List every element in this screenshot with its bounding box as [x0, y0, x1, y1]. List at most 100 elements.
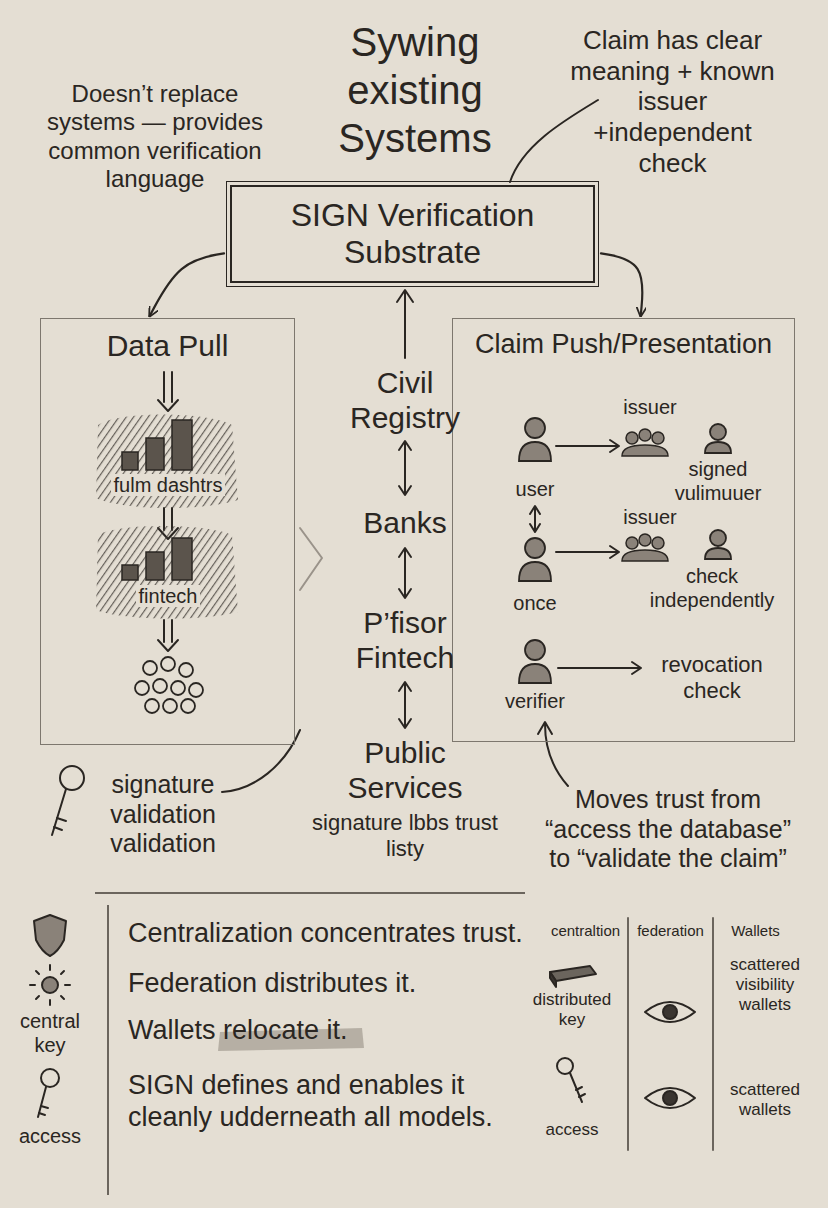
bar-chart — [172, 538, 192, 580]
role-label: signed vulimuuer — [663, 458, 773, 505]
box-heading: Claim Push/Presentation — [461, 329, 786, 360]
chart-label: fulm dashtrs — [108, 474, 228, 498]
double-arrow — [399, 682, 411, 728]
arrow — [556, 546, 619, 558]
group-icon — [652, 432, 664, 444]
person-icon — [525, 640, 545, 660]
double-arrow — [530, 506, 540, 532]
eye-icon — [663, 1005, 677, 1019]
group-icon — [639, 429, 651, 441]
table-divider — [712, 918, 714, 1150]
cluster-icon — [143, 661, 157, 675]
double-arrow — [530, 506, 540, 532]
bar-chart — [122, 420, 192, 470]
key-icon — [54, 818, 66, 830]
box-heading: Data Pull — [49, 329, 286, 364]
eye-icon — [645, 1088, 695, 1108]
cluster-icon — [145, 699, 159, 713]
illustration — [158, 100, 598, 728]
group-icon — [622, 429, 668, 561]
double-arrow — [399, 441, 411, 495]
statement: Centralization concentrates trust. — [128, 918, 528, 950]
system-name: Banks — [320, 505, 490, 540]
curved-arrow — [150, 253, 224, 316]
callout-arrow — [545, 724, 568, 786]
key-icon — [41, 1069, 59, 1087]
title: Sywing existing Systems — [325, 18, 505, 162]
panel: Claim Push/Presentation — [452, 318, 795, 742]
divider-line — [107, 905, 109, 1195]
bar-chart — [122, 565, 138, 580]
cell: distributed key — [520, 990, 624, 1030]
key-icon — [576, 1087, 585, 1097]
cell: scattered wallets — [715, 1080, 815, 1120]
table-divider — [627, 918, 629, 1150]
chart-label: fintech — [108, 585, 228, 609]
icon-label: central key — [10, 1010, 90, 1057]
illustration — [30, 915, 713, 1150]
arrow — [556, 551, 618, 553]
box-icon — [550, 972, 556, 987]
person-icon — [519, 442, 551, 461]
callout: Moves trust from “access the database” t… — [533, 785, 803, 874]
person-icon — [525, 538, 545, 558]
system-name: Public Services — [320, 735, 490, 806]
down-arrow — [171, 620, 173, 642]
cluster-icon — [163, 699, 177, 713]
down-arrow — [163, 620, 165, 642]
cluster-icon — [189, 683, 203, 697]
double-arrow — [399, 548, 411, 598]
key-icon — [38, 1069, 59, 1117]
role-label: once — [500, 592, 570, 616]
hatched-blob — [96, 414, 238, 508]
statement: Wallets relocate it. — [128, 1015, 528, 1047]
callout-arrow — [538, 722, 552, 734]
leader-line — [510, 100, 598, 182]
double-arrow — [534, 507, 536, 531]
substrate-box: SIGN Verification Substrate — [230, 185, 595, 283]
key-icon — [52, 766, 84, 835]
group-icon — [626, 432, 638, 444]
callout-arrow — [538, 722, 568, 786]
cell: scattered visibility wallets — [715, 955, 815, 1015]
box-heading: SIGN Verification Substrate — [246, 197, 579, 271]
icon-label: access — [10, 1125, 90, 1149]
statement: Federation distributes it. — [128, 968, 528, 1000]
key-icon — [39, 1106, 48, 1115]
role-label: issuer — [610, 396, 690, 420]
double-arrow — [404, 549, 406, 597]
group-icon — [639, 534, 651, 546]
curved-arrow — [601, 253, 642, 316]
system-name: Civil Registry — [320, 365, 490, 436]
arrow — [556, 440, 619, 452]
hatched-blob — [96, 526, 238, 619]
key-icon — [557, 1058, 573, 1074]
double-arrow — [404, 683, 406, 727]
arrow — [558, 667, 640, 669]
column-header: Wallets — [713, 922, 798, 940]
eye-icon — [645, 1002, 695, 1022]
group-icon — [626, 537, 638, 549]
role-label: verifier — [495, 690, 575, 714]
action-label: revocation check — [647, 652, 777, 704]
column-header: centraltion — [543, 922, 628, 940]
column-header: federation — [628, 922, 713, 940]
double-arrow — [404, 442, 406, 494]
down-arrow — [158, 620, 178, 651]
cluster-icon — [179, 663, 193, 677]
group-icon — [622, 550, 668, 561]
arrow — [556, 445, 618, 447]
eye-icon — [645, 1002, 695, 1022]
bar-chart — [122, 538, 192, 580]
person-icon — [519, 418, 731, 683]
person-icon — [519, 562, 551, 581]
bar-chart — [122, 452, 138, 470]
leader-line — [222, 730, 300, 792]
sun-icon — [30, 965, 70, 1005]
label-text: fulm dashtrs — [111, 474, 226, 496]
arrow — [558, 662, 641, 674]
panel: Data Pull — [40, 318, 295, 745]
double-arrow — [399, 441, 411, 495]
bar-chart — [146, 552, 164, 580]
